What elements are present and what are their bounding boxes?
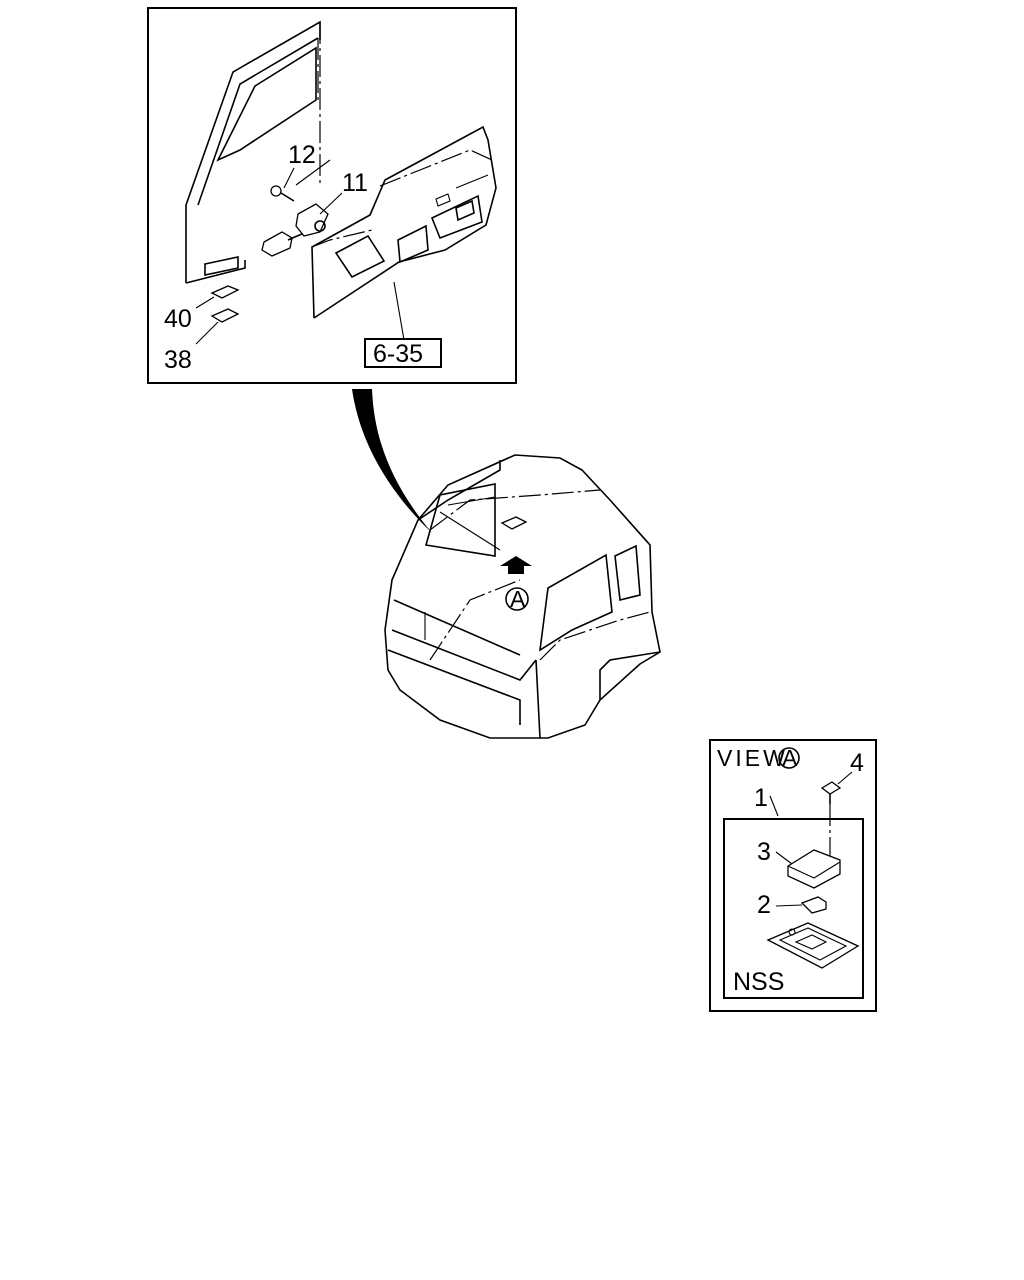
view-a-title-circle [778,747,800,769]
leader-11 [319,192,343,215]
leader-6-35 [393,281,405,341]
view-a-title-marker: A [782,745,798,771]
leader-1 [769,795,779,817]
callout-40: 40 [164,305,192,333]
note-nss: NSS [733,968,784,996]
housing-nss [766,922,860,969]
view-a-title: VIEW [717,745,788,771]
door-drawing [185,20,331,284]
view-a-frame [709,739,877,1012]
clip-38 [210,308,240,323]
callout-4: 4 [850,749,864,777]
bulb-2 [800,896,827,914]
callout-12: 12 [288,141,316,169]
screw-12 [270,185,295,202]
leader-3 [775,851,793,865]
leader-38 [195,321,219,345]
callout-11: 11 [342,169,368,197]
callout-3: 3 [757,838,771,866]
callout-1: 1 [754,784,768,812]
callout-38: 38 [164,346,192,374]
lamp-assembly-frame [723,818,864,999]
view-a-marker-circle [505,587,529,611]
leader-40 [195,296,215,309]
roof-lamp [500,516,528,530]
callout-2: 2 [757,891,771,919]
view-a-marker: A [510,586,526,612]
door-inset-frame [147,7,517,384]
reference-6-35: 6-35 [373,340,423,368]
leader-4 [837,771,853,785]
lens-3 [787,849,841,889]
reference-box [364,338,442,368]
bezel-40 [210,285,240,299]
leader-12 [283,167,295,189]
leader-2 [775,904,803,907]
door-trim-panel [311,125,497,319]
view-a-arrow [500,556,532,574]
inner-handle-assembly [261,203,329,257]
cab-drawing: A [384,454,661,739]
door-inset-panel: 12 11 40 38 6-35 [147,7,517,384]
view-a-panel: VIEW A 4 1 3 [709,739,877,1012]
inset-pointer-arrow [352,389,432,533]
